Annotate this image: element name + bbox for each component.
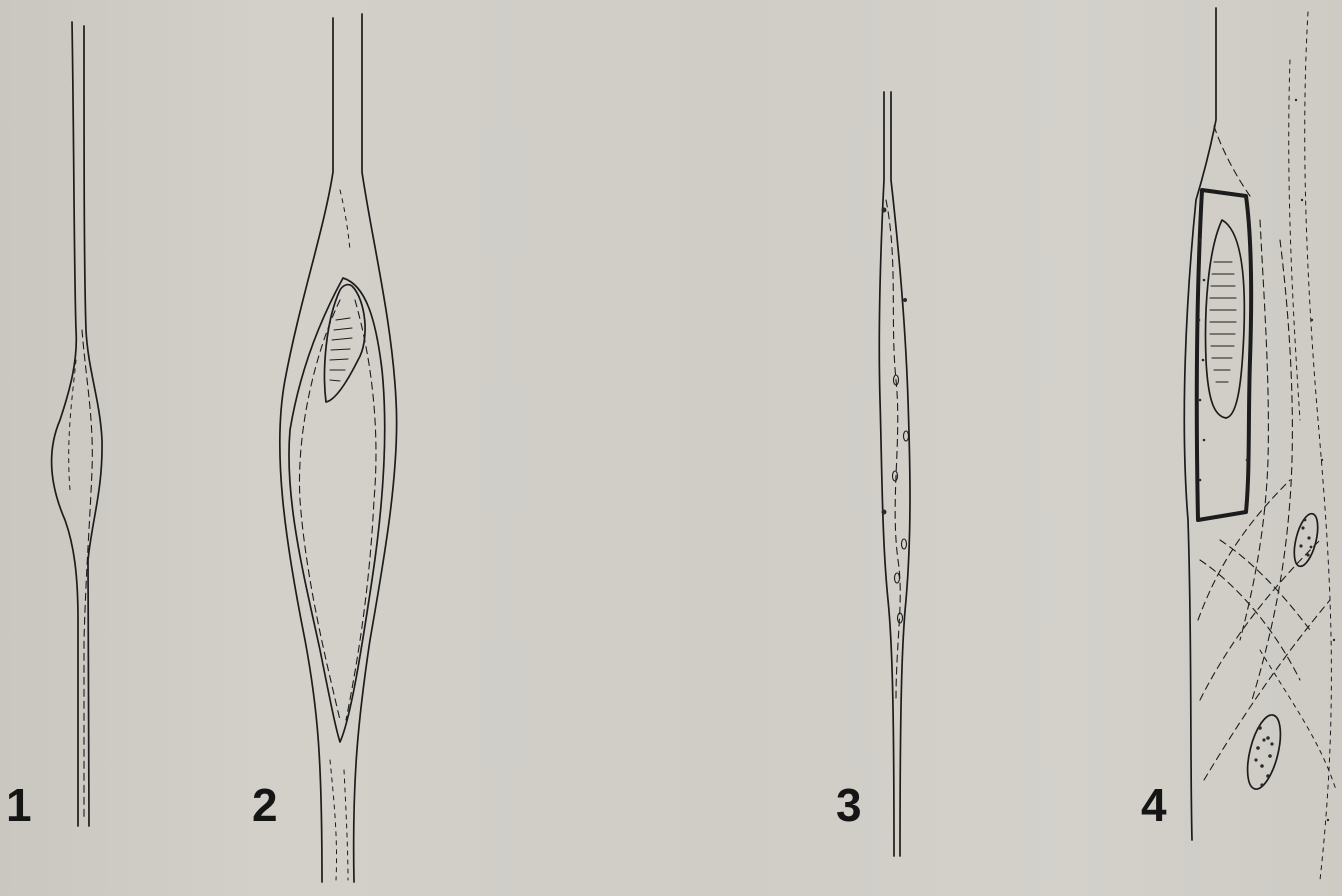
figure-label-4: 4: [1141, 782, 1167, 828]
figure-3-drawing: [879, 92, 910, 856]
figure-2-drawing: [280, 14, 397, 882]
figure-label-3: 3: [836, 782, 862, 828]
figure-label-1: 1: [6, 782, 32, 828]
figure-1-drawing: [52, 22, 103, 826]
figure-label-2: 2: [252, 782, 278, 828]
figure-4-drawing: [1184, 8, 1336, 880]
